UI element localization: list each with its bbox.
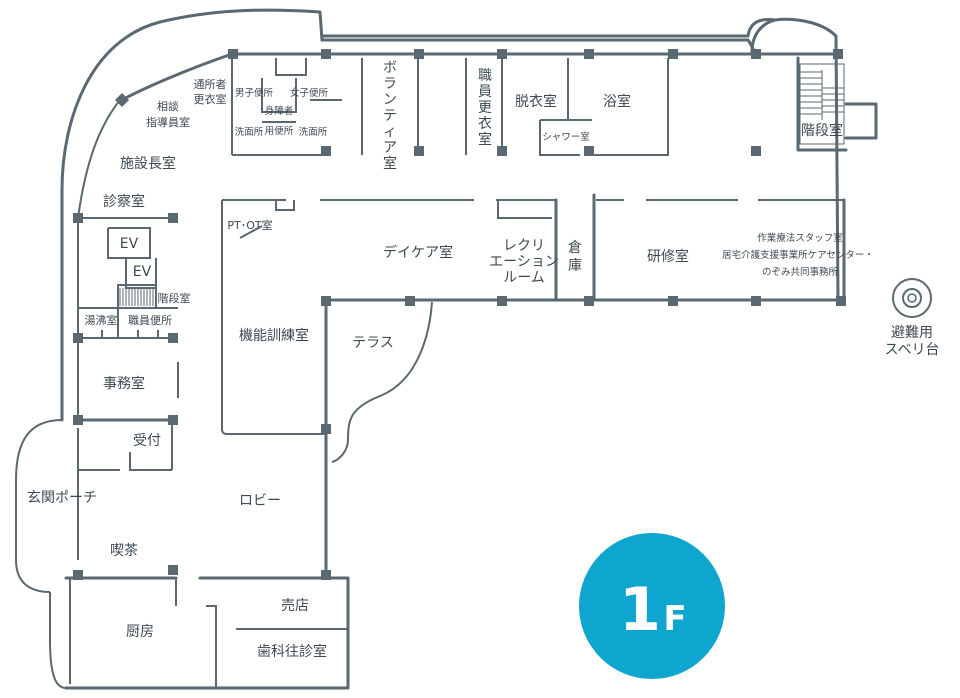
- label-souko-1: 倉: [568, 240, 582, 256]
- label-volunteer-room: ボ ラ ン テ ィ ア 室: [383, 60, 397, 172]
- label-kaidan-right: 階段室: [801, 122, 843, 139]
- label-uketsuke: 受付: [133, 433, 161, 449]
- svg-text:ラ: ラ: [383, 76, 397, 92]
- label-soudan-2: 指導員室: [146, 115, 190, 129]
- label-shisetsuchou: 施設長室: [120, 155, 176, 172]
- label-sagyou-1: 作業療法スタッフ室: [757, 232, 843, 244]
- svg-text:ン: ン: [383, 92, 397, 108]
- svg-text:更: 更: [478, 100, 492, 116]
- svg-text:室: 室: [478, 131, 492, 148]
- label-ptot: PT･OT室: [227, 218, 272, 232]
- label-daycare: デイケア室: [383, 244, 453, 261]
- label-joshi-benjo: 女子便所: [290, 87, 329, 99]
- label-tsusho-kouishitsu-1: 通所者: [194, 78, 227, 91]
- escape-slide-icon: [892, 278, 932, 318]
- label-shower: シャワー室: [542, 131, 590, 143]
- svg-text:室: 室: [383, 155, 397, 172]
- svg-text:職: 職: [478, 68, 492, 84]
- label-sagyou-3: のぞみ共同事務所: [762, 266, 839, 278]
- svg-text:ア: ア: [383, 140, 397, 156]
- floor-badge: 1 F: [579, 533, 725, 679]
- label-kinou: 機能訓練室: [239, 327, 309, 344]
- svg-text:ィ: ィ: [383, 124, 397, 140]
- label-senmenjo-1: 洗面所: [235, 126, 264, 138]
- label-souko-2: 庫: [568, 257, 582, 274]
- label-kaidan-left: 階段室: [158, 291, 191, 305]
- label-soudan-1: 相談: [157, 99, 179, 113]
- stair-hatch-left: [119, 288, 154, 306]
- label-recreation-2: エーション: [489, 254, 559, 270]
- label-shinshougaisha-1: 身障者: [265, 105, 294, 117]
- svg-text:ボ: ボ: [383, 60, 397, 76]
- label-chubo: 厨房: [126, 624, 154, 640]
- label-recreation-3: ルーム: [503, 270, 545, 286]
- floor-badge-number: 1: [619, 575, 661, 645]
- label-tsusho-kouishitsu-2: 更衣室: [194, 92, 227, 106]
- label-kenshu: 研修室: [647, 248, 689, 265]
- label-senmenjo-2: 洗面所: [299, 126, 328, 138]
- room-labels: 通所者 更衣室 男子便所 女子便所 洗面所 身障者 用便所 洗面所 ボ ラ ン …: [27, 60, 874, 660]
- label-suberidai-1: 避難用: [891, 325, 933, 341]
- label-terrace: テラス: [352, 335, 394, 351]
- stair-hatch-right: [799, 63, 845, 145]
- label-yuwakashi: 湯沸室: [85, 313, 118, 327]
- label-jimu: 事務室: [103, 375, 145, 392]
- label-shika: 歯科往診室: [257, 643, 327, 660]
- label-shokuin-kouishitsu: 職 員 更 衣 室: [478, 68, 492, 148]
- floor-badge-circle: [579, 533, 725, 679]
- svg-text:員: 員: [478, 84, 492, 100]
- escape-slide: 避難用 スベリ台: [884, 278, 940, 358]
- svg-text:衣: 衣: [478, 116, 492, 132]
- label-shokuin-benjo: 職員便所: [128, 314, 172, 327]
- label-ev-1: EV: [120, 236, 139, 252]
- label-shinshougaisha-2: 用便所: [265, 125, 294, 137]
- label-genkan: 玄関ポーチ: [27, 489, 97, 506]
- label-baiten: 売店: [281, 598, 309, 614]
- label-kissa: 喫茶: [110, 543, 138, 559]
- label-yokushitsu: 浴室: [603, 93, 631, 110]
- label-sagyou-2: 居宅介護支援事業所ケアセンター・: [722, 249, 874, 261]
- label-datsui: 脱衣室: [515, 93, 557, 110]
- svg-text:テ: テ: [383, 108, 397, 124]
- label-ev-2: EV: [133, 264, 152, 280]
- floor-badge-letter: F: [663, 599, 686, 639]
- structural-columns: [73, 49, 846, 580]
- label-shinsatsu: 診察室: [103, 193, 145, 210]
- walls: [15, 8, 878, 690]
- label-lobby: ロビー: [239, 493, 281, 509]
- label-danshi-benjo: 男子便所: [235, 87, 274, 99]
- label-recreation-1: レクリ: [503, 238, 545, 254]
- label-suberidai-2: スベリ台: [884, 342, 939, 358]
